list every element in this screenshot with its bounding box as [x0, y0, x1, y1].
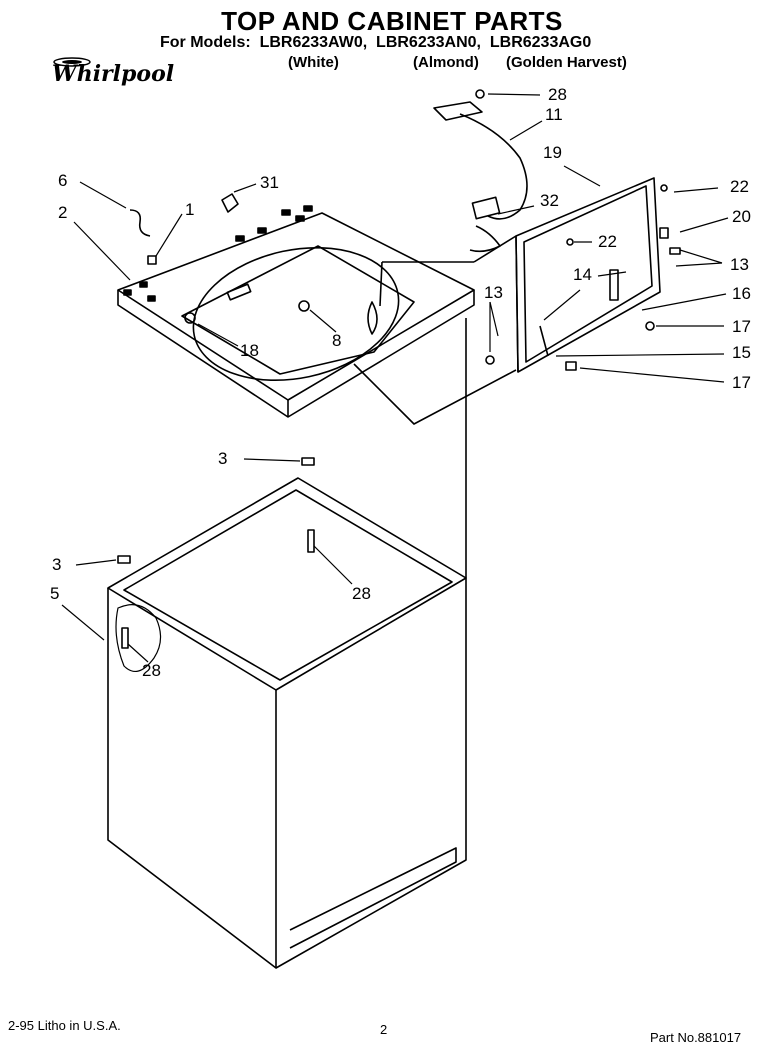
- callout-13: 13: [484, 283, 503, 302]
- model-number: LBR6233AW0,: [259, 34, 368, 51]
- callout-13: 13: [730, 255, 749, 274]
- callout-5: 5: [50, 584, 60, 603]
- callout-28: 28: [142, 661, 161, 680]
- leader-lines: [61, 93, 729, 663]
- callout-22: 22: [598, 232, 617, 251]
- models-prefix: For Models:: [160, 34, 251, 51]
- color-label-almond: (Almond): [413, 54, 479, 71]
- callout-2: 2: [58, 203, 68, 222]
- lid: [515, 177, 661, 373]
- lid-connector-lines: [353, 235, 517, 578]
- page-title: TOP AND CABINET PARTS: [221, 6, 563, 36]
- color-label-golden-harvest: (Golden Harvest): [506, 54, 627, 71]
- callout-28: 28: [548, 85, 567, 104]
- callout-14: 14: [573, 265, 592, 284]
- callout-15: 15: [732, 343, 751, 362]
- callout-8: 8: [332, 331, 342, 350]
- whirlpool-logo: Whirlpool: [40, 55, 175, 97]
- top-panel: [117, 205, 475, 418]
- hose-assembly: [433, 101, 528, 253]
- small-parts: [117, 89, 681, 649]
- callout-11: 11: [545, 105, 563, 124]
- page-number: 2: [380, 1022, 388, 1037]
- whirlpool-swirl-icon: [53, 57, 91, 67]
- callout-17: 17: [732, 373, 751, 392]
- model-number: LBR6233AG0: [489, 34, 592, 51]
- callout-17: 17: [732, 317, 751, 336]
- model-number: LBR6233AN0,: [376, 34, 481, 51]
- date-litho-note: 2-95 Litho in U.S.A.: [8, 1018, 121, 1033]
- callout-28: 28: [352, 584, 371, 603]
- callout-22: 22: [730, 177, 749, 196]
- callout-3: 3: [218, 449, 228, 468]
- callout-3: 3: [52, 555, 62, 574]
- models-line: For Models: LBR6233AW0, LBR6233AN0, LBR6…: [160, 34, 591, 52]
- part-number: Part No.881017: [650, 1030, 742, 1045]
- color-label-white: (White): [288, 54, 339, 71]
- brand-name: Whirlpool: [52, 61, 175, 87]
- callout-1: 1: [185, 200, 195, 219]
- callout-6: 6: [58, 171, 68, 190]
- callout-31: 31: [260, 173, 279, 192]
- cabinet: [107, 477, 467, 969]
- callout-19: 19: [543, 143, 562, 162]
- callout-16: 16: [732, 284, 751, 303]
- callout-20: 20: [732, 207, 751, 226]
- callout-32: 32: [540, 191, 559, 210]
- callout-18: 18: [240, 341, 259, 360]
